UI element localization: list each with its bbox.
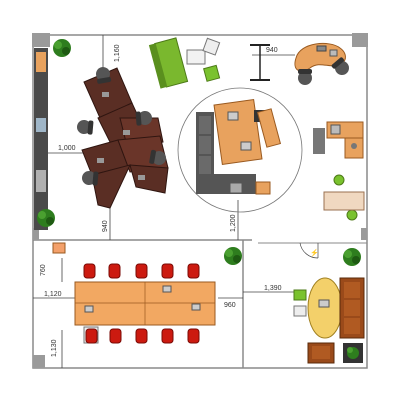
- wall-column-left: [33, 228, 39, 240]
- bench: [323, 191, 365, 211]
- dimension-label: 960: [224, 302, 236, 309]
- laptop-icon: [240, 141, 252, 151]
- dimension-lines: [33, 35, 305, 368]
- side-table: [229, 182, 243, 194]
- standing-divider: [250, 44, 270, 81]
- plant-icon: [37, 209, 55, 227]
- office-chair-icon: [331, 57, 349, 75]
- kitchenette: [313, 121, 364, 159]
- plant-icon: [53, 39, 71, 57]
- side-table: [186, 49, 206, 65]
- left-wall-shelving: [34, 48, 48, 230]
- office-chair-icon: [77, 120, 94, 135]
- oval-table: [307, 277, 343, 339]
- office-chair-icon: [149, 149, 166, 165]
- gray-sofa-l: [196, 112, 256, 194]
- wall-column-top-right: [352, 33, 368, 47]
- dimension-label: 1,390: [264, 285, 282, 292]
- conference-chairs-top: [83, 263, 200, 279]
- pouf-white: [293, 305, 307, 317]
- dimension-label: 1,200: [230, 214, 237, 232]
- pouf-green: [293, 289, 307, 301]
- laptop-icon: [329, 49, 338, 57]
- room-sign: [52, 242, 66, 254]
- meeting-zone-circle: [177, 87, 303, 213]
- green-sofa-back: [148, 43, 168, 89]
- conference-table: [74, 281, 216, 326]
- plant-icon: [343, 248, 361, 266]
- laptop-icon: [318, 299, 330, 308]
- stool-green: [333, 174, 345, 186]
- dimension-label: 1,160: [114, 44, 121, 62]
- brown-sofa: [339, 277, 365, 339]
- plant-icon: [343, 343, 363, 363]
- stool-green: [346, 209, 358, 221]
- dimension-label: 940: [102, 220, 109, 232]
- office-chair-icon: [96, 67, 112, 84]
- dimension-label: 1,130: [51, 339, 58, 357]
- laptop-icon: [227, 111, 239, 121]
- office-chair-icon: [135, 111, 152, 126]
- monitor-icon: [316, 45, 327, 52]
- small-wood-table: [256, 108, 282, 148]
- wood-accent: [255, 181, 271, 195]
- door-swing: [299, 242, 319, 259]
- door-marker: ⚡: [310, 248, 319, 257]
- dimension-label: 1,000: [58, 145, 76, 152]
- dark-workstation-cluster: [81, 67, 169, 209]
- wall-column-bottom-left: [33, 355, 45, 368]
- walls: [32, 34, 368, 369]
- dimension-label: 940: [266, 47, 278, 54]
- pouf-white: [202, 37, 221, 56]
- coffee-table: [213, 98, 263, 166]
- pouf-green: [203, 64, 221, 82]
- plant-icon: [224, 247, 242, 265]
- wall-column-top-left: [32, 33, 50, 47]
- armchair-seat: [312, 346, 330, 359]
- dimension-label: 1,120: [44, 291, 62, 298]
- office-chair-icon: [298, 69, 312, 85]
- office-chair-icon: [82, 171, 99, 186]
- conference-chairs-bottom: [85, 328, 200, 344]
- wall-column-right: [361, 228, 367, 240]
- dimension-label: 760: [40, 264, 47, 276]
